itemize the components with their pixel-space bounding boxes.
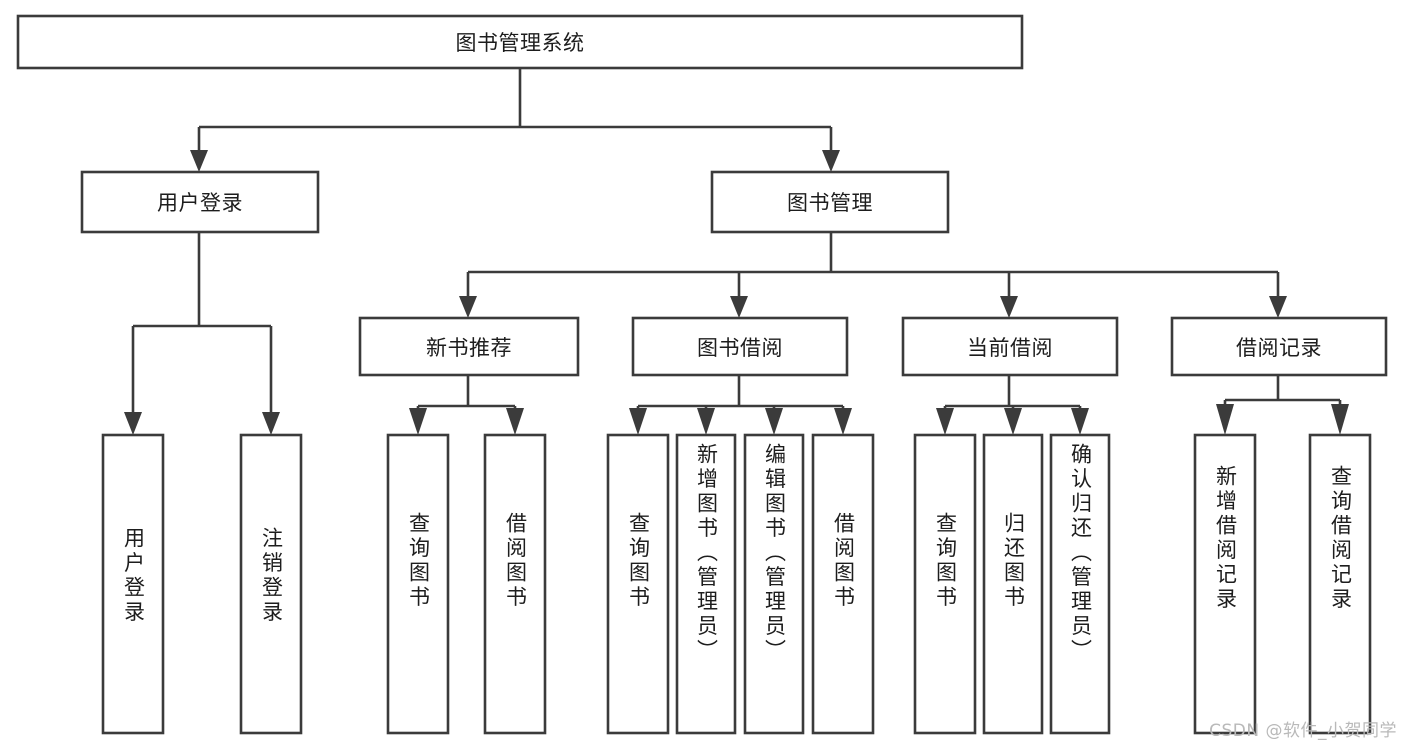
arrow-head-leaf-borrow-book-1 [506,408,524,435]
arrow-head-leaf-query-record [1331,404,1349,435]
node-current-borrow[interactable] [901,316,1119,377]
node-book-manage[interactable] [710,170,950,234]
node-leaf-user-login[interactable] [101,433,165,735]
arrow-head-leaf-query-book-3 [936,408,954,435]
node-new-book-rec[interactable] [358,316,580,377]
arrow-head-leaf-logout [262,412,280,435]
arrow-head-book-manage [822,150,840,172]
node-leaf-query-book-3[interactable] [913,433,977,735]
arrow-head-borrow-record [1269,296,1287,318]
node-leaf-add-record[interactable] [1193,433,1257,735]
node-leaf-query-record[interactable] [1308,433,1372,735]
node-leaf-add-book[interactable] [675,433,737,735]
node-leaf-borrow-book-1[interactable] [483,433,547,735]
arrow-head-leaf-borrow-book-2 [834,408,852,435]
arrow-head-new-book-rec [459,296,477,318]
node-leaf-borrow-book-2[interactable] [811,433,875,735]
arrow-head-current-borrow [1000,296,1018,318]
arrow-head-leaf-add-book [697,408,715,435]
node-root[interactable] [16,14,1024,70]
node-leaf-return-book[interactable] [982,433,1044,735]
node-user-login[interactable] [80,170,320,234]
node-borrow-record[interactable] [1170,316,1388,377]
node-leaf-query-book-2[interactable] [606,433,670,735]
arrow-head-leaf-user-login [124,412,142,435]
arrow-head-leaf-confirm-return [1071,408,1089,435]
node-leaf-confirm-return[interactable] [1049,433,1111,735]
node-leaf-query-book-1[interactable] [386,433,450,735]
arrow-head-leaf-add-record [1216,404,1234,435]
arrow-head-leaf-edit-book [765,408,783,435]
arrow-head-leaf-query-book-2 [629,408,647,435]
arrow-head-book-borrow [730,296,748,318]
arrow-head-leaf-return-book [1004,408,1022,435]
node-leaf-logout[interactable] [239,433,303,735]
arrow-head-user-login [190,150,208,172]
node-leaf-edit-book[interactable] [743,433,805,735]
arrow-head-leaf-query-book-1 [409,408,427,435]
node-book-borrow[interactable] [631,316,849,377]
